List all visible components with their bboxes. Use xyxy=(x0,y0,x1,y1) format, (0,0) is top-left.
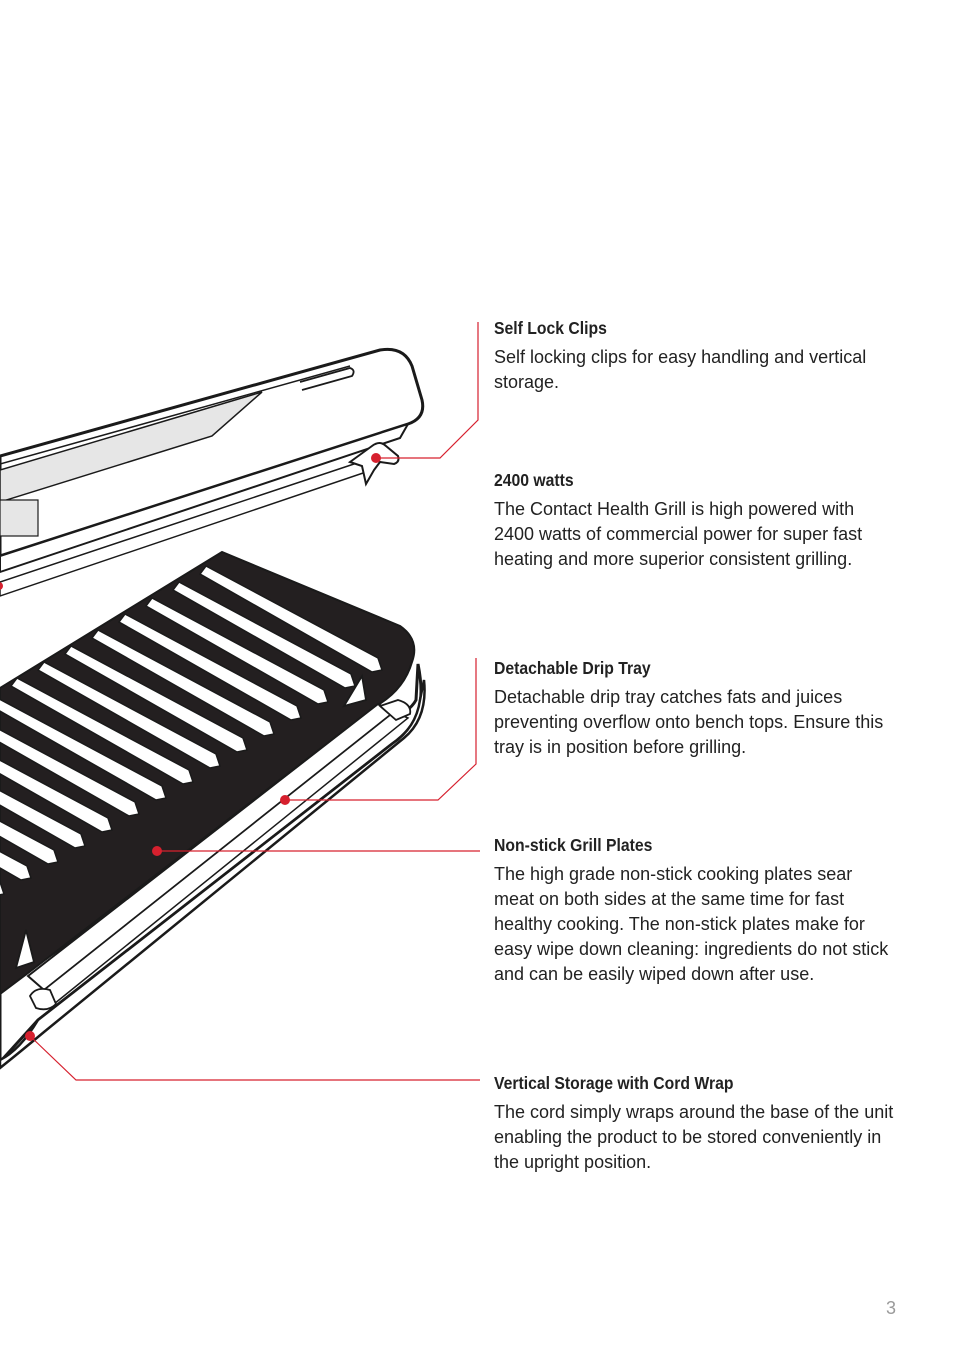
callout-dot xyxy=(152,846,162,856)
feature-vertical-storage: Vertical Storage with Cord Wrap The cord… xyxy=(494,1073,904,1175)
grill-ridge xyxy=(0,820,59,865)
feature-2400-watts: 2400 watts The Contact Health Grill is h… xyxy=(494,470,904,572)
lid-window xyxy=(0,391,263,503)
lid-body xyxy=(0,347,425,558)
grill-ridge xyxy=(198,565,383,673)
grill-ridge xyxy=(0,850,32,881)
page-number: 3 xyxy=(886,1298,897,1318)
feature-title: Self Lock Clips xyxy=(494,318,607,338)
callout-line-cord-wrap xyxy=(29,1035,480,1081)
control-panel xyxy=(0,499,39,537)
grill-ridge xyxy=(0,728,140,817)
lid-rim-highlight xyxy=(0,365,351,465)
tray-tab-right xyxy=(378,699,412,722)
feature-description: The cord simply wraps around the base of… xyxy=(494,1102,894,1172)
callout-line-drip-tray xyxy=(285,658,477,801)
feature-title: 2400 watts xyxy=(494,470,574,490)
feature-drip-tray: Detachable Drip Tray Detachable drip tra… xyxy=(494,658,904,760)
feature-description: The high grade non-stick cooking plates … xyxy=(494,864,889,984)
callout-dot xyxy=(280,795,290,805)
grill-ridge xyxy=(36,661,221,769)
callouts xyxy=(29,322,480,1081)
grill-ridge xyxy=(0,698,167,801)
grill-base xyxy=(0,550,426,1070)
grill-ridge xyxy=(9,677,194,785)
self-lock-clip xyxy=(347,442,400,487)
feature-description: Self locking clips for easy handling and… xyxy=(494,347,867,392)
callout-dot xyxy=(25,1031,35,1041)
grill-ridge xyxy=(90,629,275,737)
grill-ridge xyxy=(117,613,302,721)
feature-self-lock-clips: Self Lock Clips Self locking clips for e… xyxy=(494,318,904,395)
tray-tab-left xyxy=(28,987,58,1011)
hinge-marker xyxy=(14,929,36,970)
grill-ridge xyxy=(0,881,5,896)
grill-ridge xyxy=(0,789,86,849)
grill-ridge xyxy=(171,581,356,689)
feature-grill-plates: Non-stick Grill Plates The high grade no… xyxy=(494,835,904,987)
feature-title: Non-stick Grill Plates xyxy=(494,835,653,855)
feature-title: Vertical Storage with Cord Wrap xyxy=(494,1073,734,1093)
grill-ridges xyxy=(0,565,383,896)
callout-dots xyxy=(0,453,381,1041)
lid-groove xyxy=(299,367,355,391)
grill-ridge xyxy=(0,759,113,833)
callout-dot xyxy=(0,582,3,590)
callout-line-self-lock-clips xyxy=(376,322,479,459)
grill-lid xyxy=(0,347,425,597)
lid-side-band xyxy=(0,422,411,574)
feature-description: Detachable drip tray catches fats and ju… xyxy=(494,687,884,757)
feature-description: The Contact Health Grill is high powered… xyxy=(494,499,863,569)
callout-dot xyxy=(371,453,381,463)
base-outer-shell xyxy=(0,679,426,1070)
grill-ridge xyxy=(63,645,248,753)
feature-title: Detachable Drip Tray xyxy=(494,658,651,678)
grill-ridge xyxy=(144,597,329,705)
hinge-marker xyxy=(342,673,368,708)
